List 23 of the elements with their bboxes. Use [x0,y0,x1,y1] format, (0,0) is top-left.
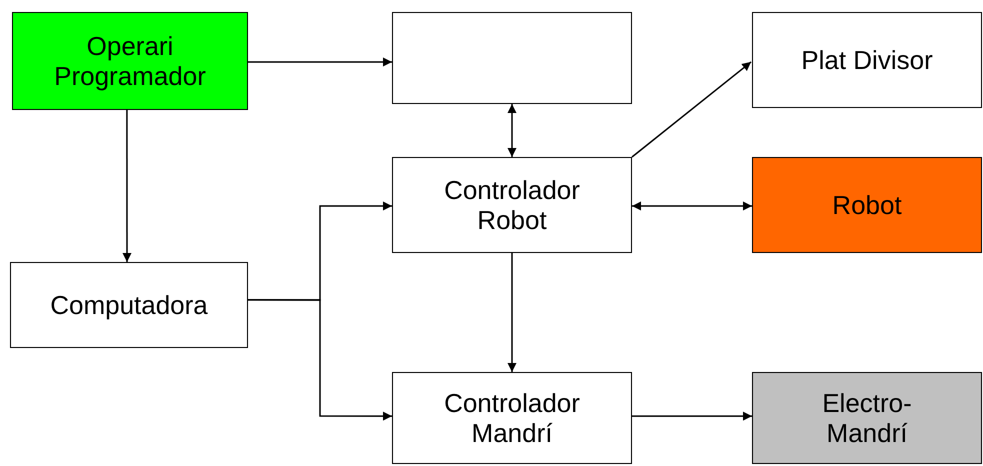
arrow [632,61,752,158]
box-label: Computadora [50,290,208,320]
box-label: Electro-Mandrí [821,388,913,448]
box-label: Robot [832,190,902,220]
arrow [508,253,516,372]
arrow [632,412,752,421]
process-box [392,157,632,253]
arrow [508,104,516,157]
process-box [392,12,632,104]
process-box [392,372,632,464]
process-box [10,262,248,348]
arrow [122,110,132,262]
process-box [752,157,982,253]
box-label: Controlador Robot [443,175,581,235]
process-box [12,12,248,110]
box-label: Controlador Mandrí [443,388,581,448]
process-box [752,12,982,108]
process-box [752,372,982,464]
arrow [632,201,752,210]
box-label: Plat Divisor [801,45,933,75]
box-label: Operari Programador [53,31,207,91]
arrow [248,299,392,421]
arrow [248,57,392,66]
